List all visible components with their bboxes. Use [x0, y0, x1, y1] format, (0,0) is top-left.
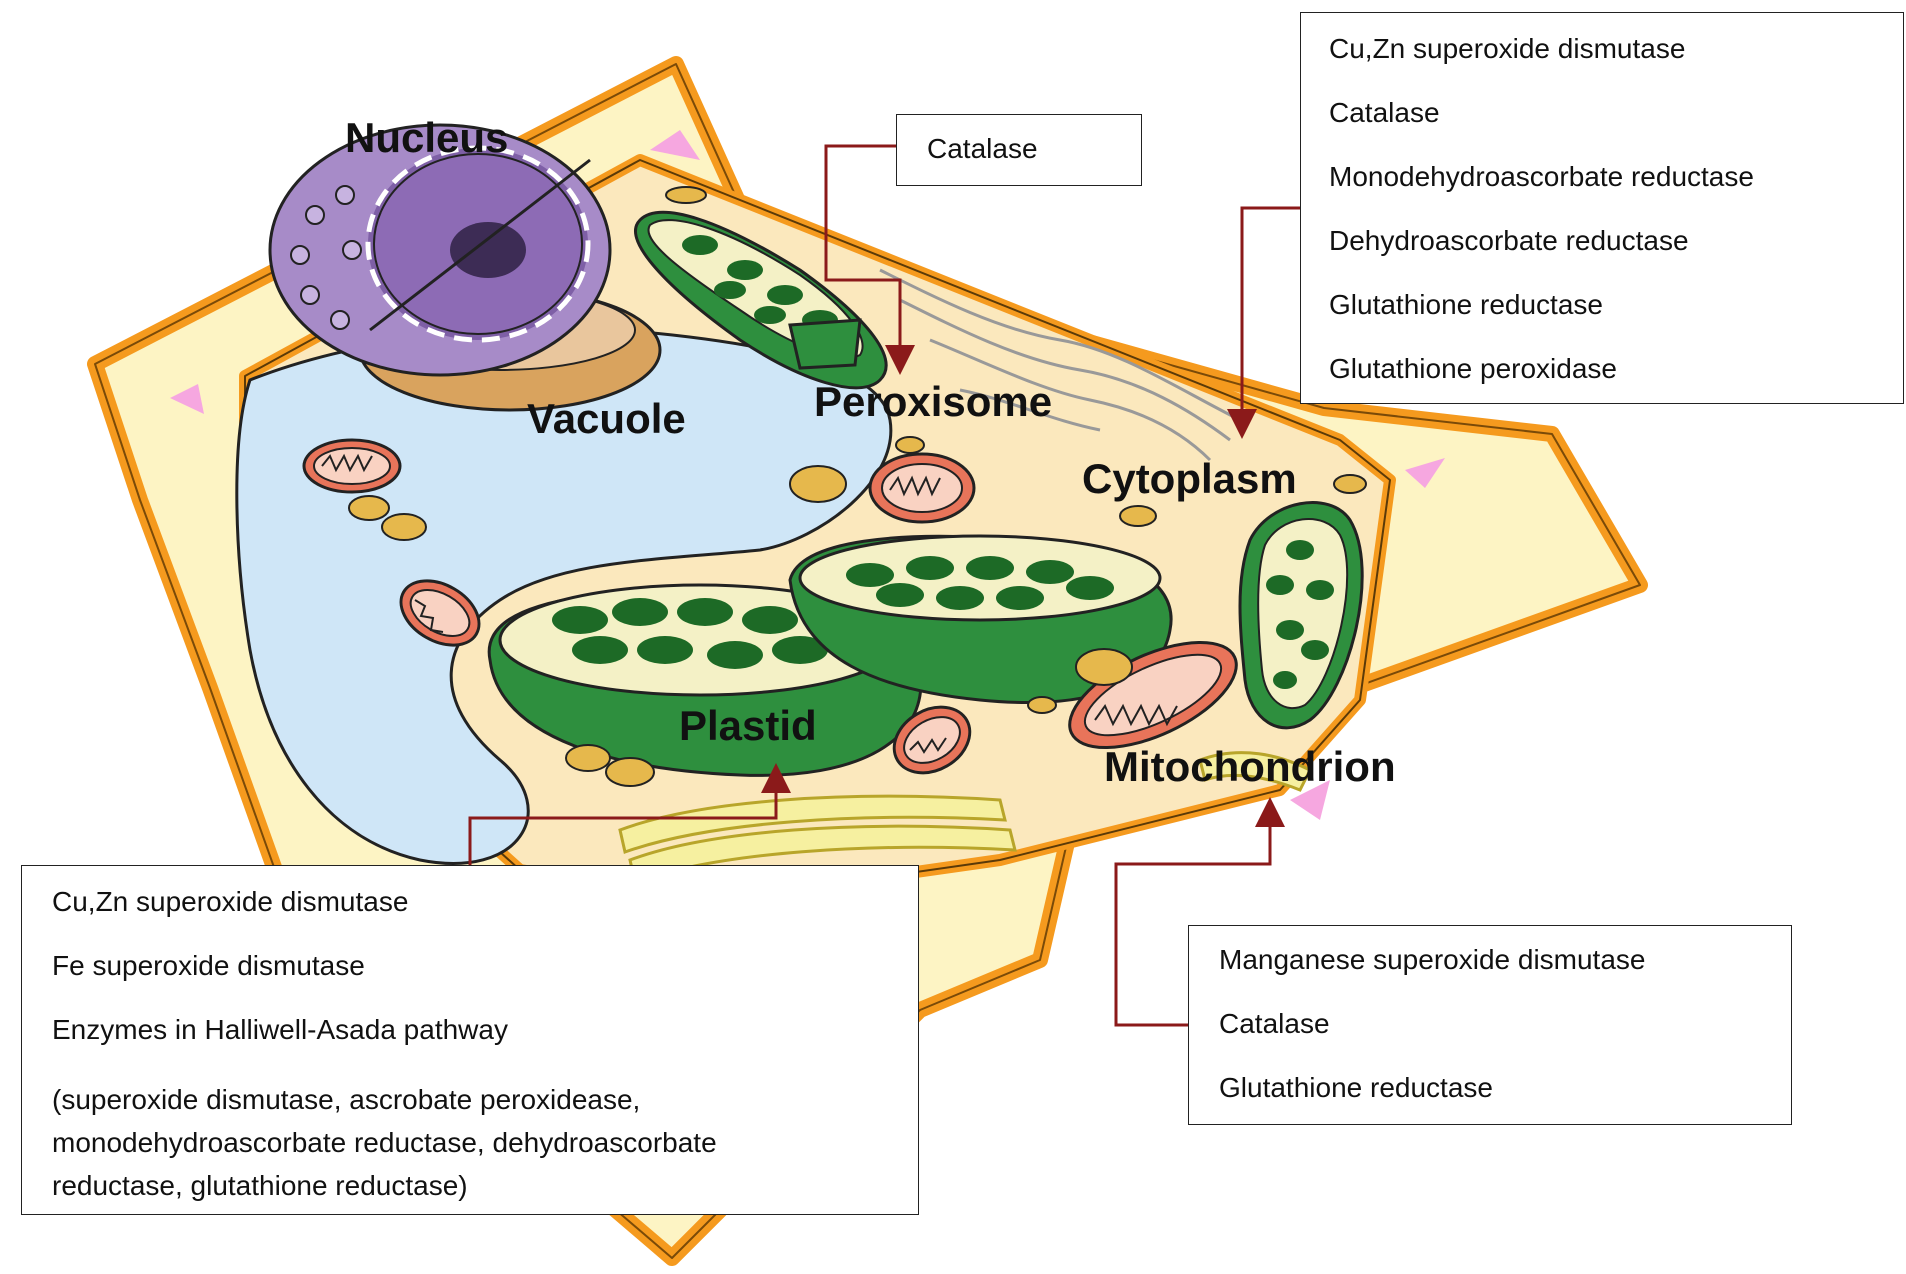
enzyme-item: Catalase	[927, 133, 1038, 164]
note-line: monodehydroascorbate reductase, dehydroa…	[52, 1127, 717, 1158]
note-line: reductase, glutathione reductase)	[52, 1170, 468, 1201]
enzyme-item: Cu,Zn superoxide dismutase	[52, 886, 409, 917]
plastid-label: Plastid	[679, 702, 817, 749]
plastid-enzyme-box: Cu,Zn superoxide dismutase Fe superoxide…	[21, 865, 919, 1215]
nucleus-shape	[268, 123, 662, 412]
mitochondria-shapes	[302, 438, 1238, 775]
enzyme-item: Catalase	[1329, 97, 1440, 128]
cytoplasm-enzyme-box: Cu,Zn superoxide dismutase Catalase Mono…	[1300, 12, 1904, 404]
enzyme-item: Monodehydroascorbate reductase	[1329, 161, 1754, 192]
enzyme-item: Enzymes in Halliwell-Asada pathway	[52, 1014, 508, 1045]
note-line: (superoxide dismutase, ascrobate peroxid…	[52, 1084, 641, 1115]
enzyme-item: Cu,Zn superoxide dismutase	[1329, 33, 1686, 64]
peroxisome-enzyme-box: Catalase	[896, 114, 1142, 186]
pointer-lines	[468, 144, 1300, 1027]
enzyme-item: Glutathione reductase	[1329, 289, 1603, 320]
vacuole-label: Vacuole	[527, 395, 686, 442]
enzyme-item: Glutathione peroxidase	[1329, 353, 1617, 384]
peroxisome-label: Peroxisome	[814, 378, 1053, 425]
golgi-stacks	[618, 751, 1313, 884]
mitochondrion-enzyme-box: Manganese superoxide dismutase Catalase …	[1188, 925, 1792, 1125]
wall-junctions	[170, 130, 1445, 820]
cytoplasm-label: Cytoplasm	[1082, 455, 1297, 502]
nucleus-label: Nucleus	[345, 114, 509, 161]
pathway-enzymes-note: (superoxide dismutase, ascrobate peroxid…	[52, 1078, 918, 1207]
enzyme-item: Dehydroascorbate reductase	[1329, 225, 1689, 256]
endoplasmic-reticulum	[879, 268, 1241, 462]
peroxisome-vesicles	[348, 186, 1367, 844]
enzyme-item: Fe superoxide dismutase	[52, 950, 365, 981]
enzyme-item: Catalase	[1219, 1008, 1330, 1039]
enzyme-item: Manganese superoxide dismutase	[1219, 944, 1646, 975]
mitochondrion-label: Mitochondrion	[1104, 743, 1396, 790]
enzyme-item: Glutathione reductase	[1219, 1072, 1493, 1103]
